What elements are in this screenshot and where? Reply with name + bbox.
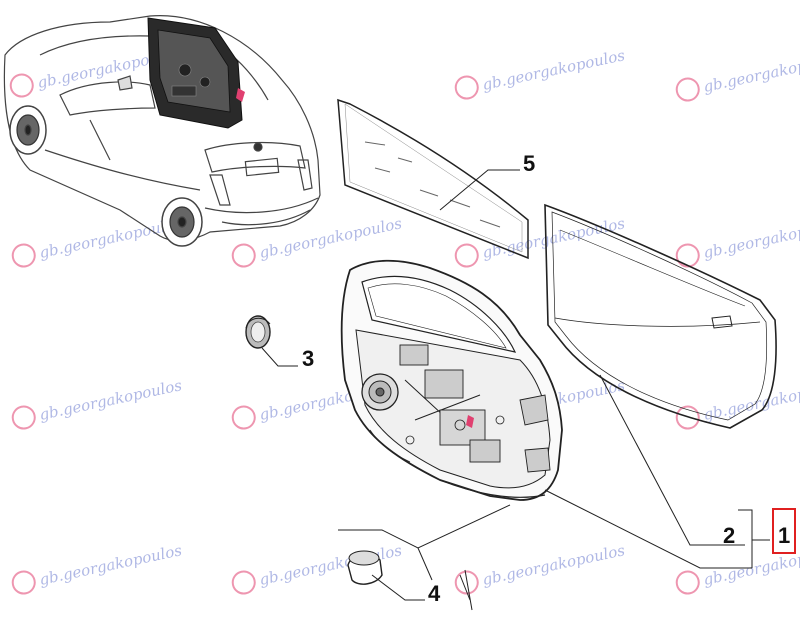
watermark-logo-icon: [11, 243, 36, 268]
watermark-text: gb.georgakopoulos: [481, 541, 627, 589]
callout-label: 5: [523, 151, 535, 176]
watermark-text: gb.georgakopoulos: [258, 541, 404, 589]
watermark: gb.georgakopoulos: [11, 214, 184, 268]
watermark: gb.georgakopoulos: [454, 541, 627, 595]
callout-2: 2: [723, 523, 735, 548]
grommet: [245, 315, 271, 349]
watermark: gb.georgakopoulos: [675, 48, 800, 102]
callout-label: 4: [428, 581, 441, 606]
callout-highlight-box: [772, 508, 796, 554]
watermark-text: gb.georgakopoulos: [481, 46, 627, 94]
watermark-text: gb.georgakopoulos: [38, 376, 184, 424]
door-shell: [340, 259, 563, 501]
callout-5: 5: [523, 151, 535, 176]
window-glass: [337, 98, 529, 260]
watermark-logo-icon: [675, 570, 700, 595]
watermark-logo-icon: [675, 77, 700, 102]
leader-lines: [261, 169, 770, 611]
callout-label: 1: [778, 523, 790, 548]
callout-3: 3: [302, 346, 314, 371]
watermark-logo-icon: [231, 243, 256, 268]
watermark-text: gb.georgakopoulos: [481, 214, 627, 262]
watermark-text: gb.georgakopoulos: [702, 541, 800, 589]
callout-1: 1: [772, 508, 796, 554]
watermark: gb.georgakopoulos: [454, 46, 627, 100]
watermark: gb.georgakopoulos: [231, 214, 404, 268]
watermark-text: gb.georgakopoulos: [702, 48, 800, 96]
watermark-logo-icon: [11, 405, 36, 430]
watermark-logo-icon: [454, 243, 479, 268]
watermark-logo-icon: [11, 570, 36, 595]
watermark-logo-icon: [9, 73, 34, 98]
watermark: gb.georgakopoulos: [11, 541, 184, 595]
watermark: gb.georgakopoulos: [11, 376, 184, 430]
watermark-logo-icon: [454, 75, 479, 100]
door-outer-panel: [544, 203, 777, 429]
watermark-logo-icon: [231, 405, 256, 430]
watermark-text: gb.georgakopoulos: [38, 541, 184, 589]
car-door-highlight: [147, 17, 245, 129]
watermark: gb.georgakopoulos: [675, 376, 800, 430]
watermark-logo-icon: [675, 405, 700, 430]
callout-label: 3: [302, 346, 314, 371]
watermark: gb.georgakopoulos: [675, 214, 800, 268]
watermark-text: gb.georgakopoulos: [702, 214, 800, 262]
callout-label: 2: [723, 523, 735, 548]
watermark-logo-icon: [231, 570, 256, 595]
callout-4: 4: [428, 581, 441, 606]
watermark: gb.georgakopoulos: [454, 214, 627, 268]
